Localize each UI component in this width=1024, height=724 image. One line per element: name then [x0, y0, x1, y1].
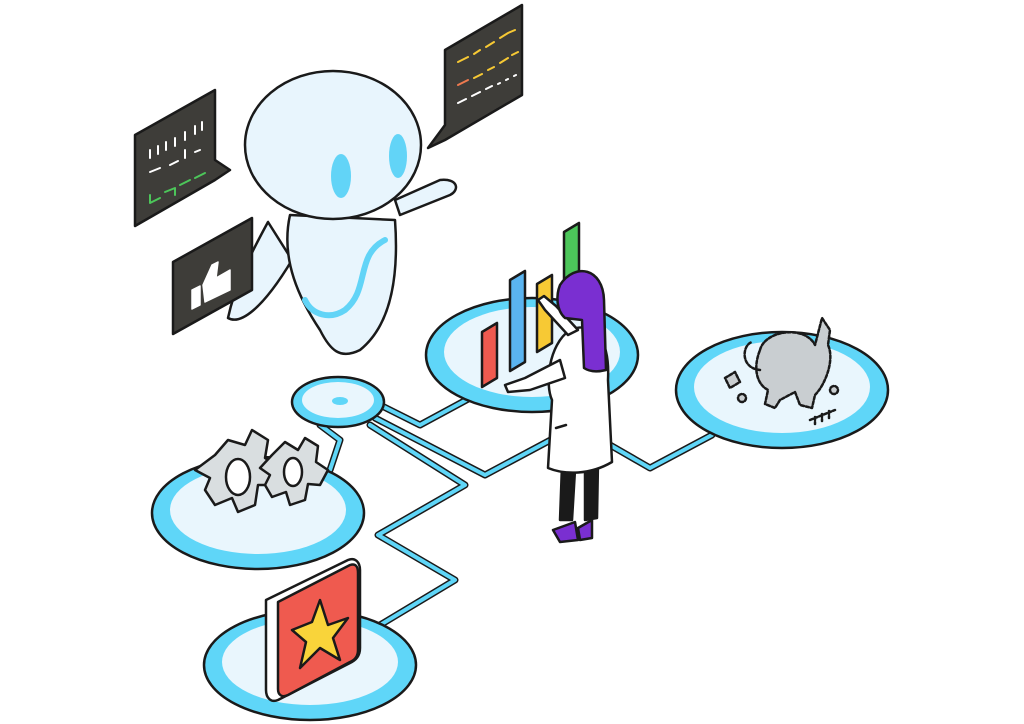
speech-bubble-right [426, 3, 524, 150]
bar-yellow [535, 273, 554, 354]
robot-body [286, 213, 398, 356]
platform-hub [290, 375, 386, 429]
shoes [551, 518, 594, 544]
bar-red [480, 321, 499, 389]
raised-arm [536, 294, 580, 337]
robot-right-arm [393, 178, 458, 217]
thumbs-up-panel [171, 216, 254, 336]
hair [556, 269, 608, 373]
connector-lines [316, 394, 716, 629]
gears [193, 428, 330, 514]
star-card [264, 557, 362, 703]
scientist [503, 269, 614, 544]
star-icon [290, 598, 350, 670]
cat [723, 316, 840, 426]
thumbs-up-icon [191, 261, 231, 310]
arm [503, 358, 567, 394]
robot-eye-left [331, 154, 351, 198]
bar-blue [508, 269, 527, 373]
robot-eye-right [389, 134, 407, 178]
robot-head [243, 69, 423, 221]
robot-swirl [302, 237, 388, 319]
speech-bubble-left [133, 88, 232, 228]
robot [226, 69, 458, 356]
